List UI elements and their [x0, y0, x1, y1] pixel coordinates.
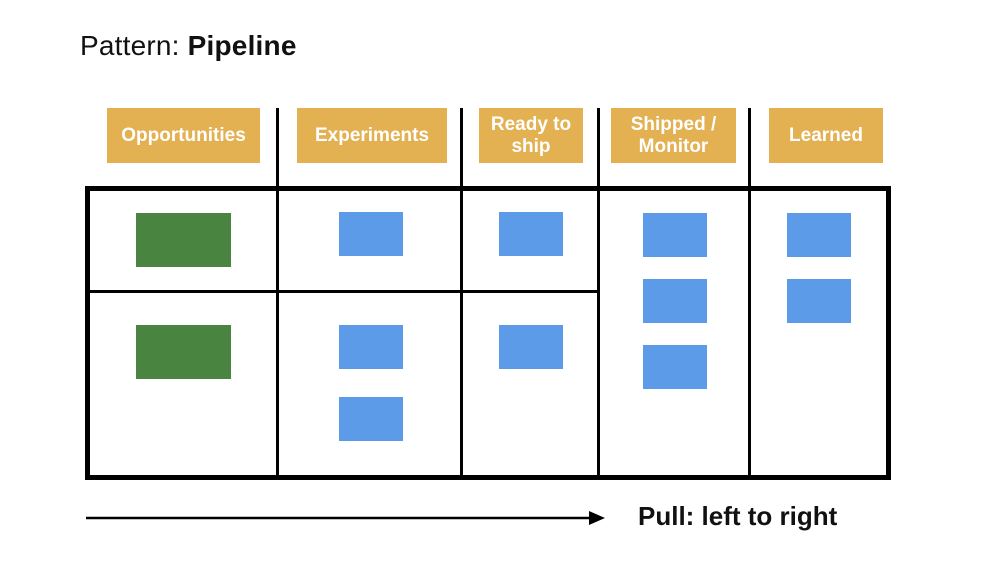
row-divider: [90, 290, 600, 293]
column-divider-1: [276, 108, 279, 478]
column-divider-4: [748, 108, 751, 478]
card-blue: [642, 345, 707, 389]
experiments-top-cards: [280, 191, 461, 256]
pull-direction-arrow-icon: [86, 511, 605, 525]
pull-label: Pull: left to right: [638, 501, 838, 531]
card-blue: [786, 279, 851, 323]
experiments-bottom-cards: [280, 294, 461, 441]
card-blue: [499, 212, 563, 256]
card-blue: [642, 279, 707, 323]
card-blue: [338, 212, 403, 256]
card-blue: [786, 213, 851, 257]
shipped-monitor-cards: [601, 191, 748, 389]
board-frame: [85, 186, 891, 480]
learned-cards: [751, 191, 886, 323]
card-blue: [499, 325, 563, 369]
card-blue: [338, 325, 403, 369]
ready-to-ship-bottom-cards: [464, 294, 598, 369]
column-header-shipped-monitor: Shipped / Monitor: [611, 108, 736, 163]
column-header-experiments: Experiments: [297, 108, 447, 163]
card-blue: [642, 213, 707, 257]
column-header-learned: Learned: [769, 108, 883, 163]
title-emphasis: Pipeline: [187, 30, 297, 61]
card-green: [136, 325, 231, 379]
card-blue: [338, 397, 403, 441]
column-divider-3: [597, 108, 600, 478]
opportunities-bottom-cards: [90, 294, 277, 379]
opportunities-top-cards: [90, 191, 277, 267]
column-divider-2: [460, 108, 463, 478]
column-header-opportunities: Opportunities: [107, 108, 260, 163]
column-header-ready-to-ship: Ready to ship: [479, 108, 583, 163]
title-prefix: Pattern:: [80, 30, 188, 61]
page-title: Pattern: Pipeline: [80, 30, 297, 62]
card-green: [136, 213, 231, 267]
ready-to-ship-top-cards: [464, 191, 598, 256]
